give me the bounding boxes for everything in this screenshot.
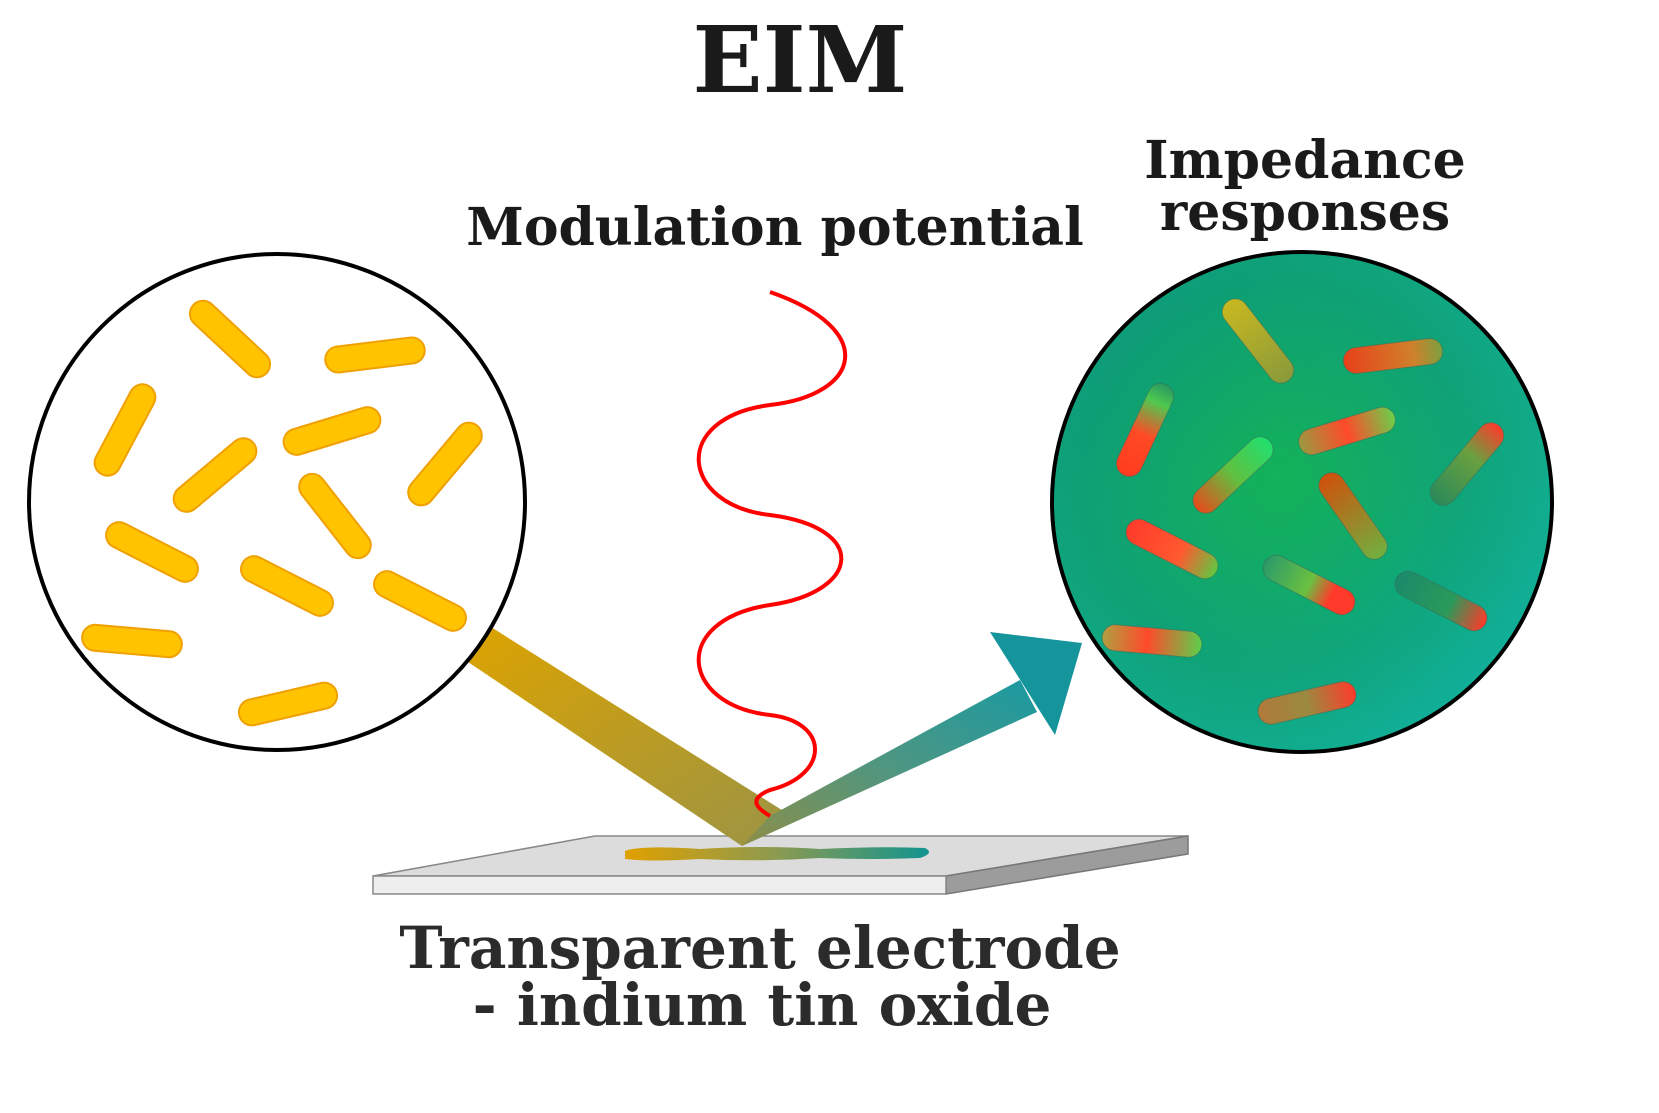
bacterium	[282, 406, 382, 456]
bacterium	[1101, 624, 1203, 658]
outgoing-arrow	[742, 632, 1082, 846]
impedance-response-circle	[1050, 250, 1554, 754]
electrode-label-line2: - indium tin oxide	[473, 971, 1052, 1039]
incoming-arrow-band	[462, 627, 785, 846]
bacterium	[1115, 382, 1175, 478]
bacterium	[1262, 554, 1356, 616]
bacterium	[1125, 518, 1219, 580]
impedance-label-line2: responses	[1160, 182, 1450, 243]
electrode-label-line1: Transparent electrode	[399, 914, 1120, 982]
bacterium	[298, 472, 372, 560]
modulation-wave	[696, 290, 848, 818]
bacterium	[324, 336, 426, 374]
bacterium	[237, 681, 339, 727]
bacterium	[240, 555, 334, 617]
bacterium	[373, 570, 467, 632]
bacterium	[1221, 298, 1295, 384]
bacterium	[172, 437, 258, 513]
bacteria-film	[625, 847, 929, 861]
bacteria-sample-circle	[27, 252, 527, 752]
bacterium	[1257, 681, 1357, 725]
bacterium	[1298, 406, 1396, 456]
bacterium	[105, 521, 199, 583]
bacterium	[1394, 570, 1488, 632]
bacterium	[1429, 422, 1505, 506]
impedance-label-line1: Impedance	[1144, 130, 1465, 191]
bacterium	[188, 299, 272, 379]
bacterium	[81, 623, 183, 659]
bacterium	[1342, 337, 1444, 375]
bacterium	[1318, 472, 1388, 560]
diagram-title: EIM	[693, 6, 908, 114]
bacterium	[93, 383, 157, 477]
bacterium	[1192, 436, 1274, 514]
modulation-label: Modulation potential	[466, 197, 1083, 258]
bacterium	[407, 421, 483, 507]
electrode-plate	[372, 835, 1189, 895]
